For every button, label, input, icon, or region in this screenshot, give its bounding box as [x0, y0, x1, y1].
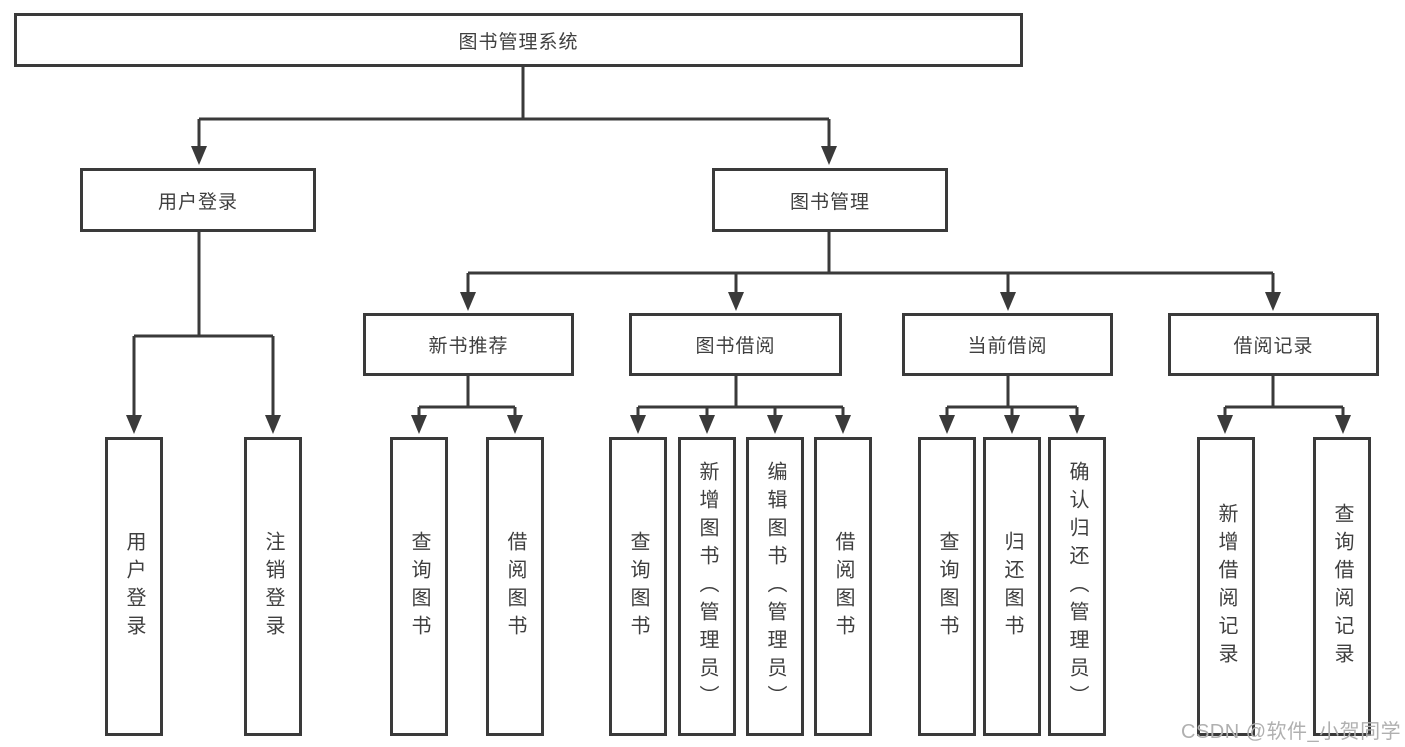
arrow-down-icon [1069, 415, 1085, 434]
connector-new-book-recommendation-to-children [411, 376, 523, 434]
leaf-user-login: 用户登录 [105, 437, 163, 736]
arrow-down-icon [191, 146, 207, 165]
node-book-management-label: 图书管理 [789, 191, 870, 213]
arrow-down-icon [767, 415, 783, 434]
node-book-borrowing-label: 图书借阅 [695, 336, 776, 357]
node-book-borrowing: 图书借阅 [629, 313, 842, 376]
arrow-down-icon [1265, 292, 1281, 311]
node-root-label: 图书管理系统 [458, 31, 579, 53]
watermark: CSDN @软件_小贺同学 [1181, 721, 1402, 743]
node-new-book-recommendation: 新书推荐 [363, 313, 574, 376]
leaf-logout: 注销登录 [244, 437, 302, 736]
leaf-records-add-record: 新增借阅记录 [1197, 437, 1255, 736]
leaf-borrowing-borrow-books: 借阅图书 [814, 437, 872, 736]
arrow-down-icon [507, 415, 523, 434]
node-current-borrowing: 当前借阅 [902, 313, 1113, 376]
connector-user-login-to-children [126, 232, 281, 434]
arrow-down-icon [1004, 415, 1020, 434]
arrow-down-icon [265, 415, 281, 434]
leaf-newbooks-query-books: 查询图书 [390, 437, 448, 736]
leaf-records-query-record-label: 查询借阅记录 [1331, 502, 1353, 671]
connector-root-to-level2 [191, 67, 837, 165]
leaf-current-return-books-label: 归还图书 [1001, 530, 1023, 643]
node-user-login: 用户登录 [80, 168, 316, 232]
leaf-user-login-label: 用户登录 [123, 530, 145, 643]
connector-book-borrowing-to-children [630, 376, 851, 434]
connector-current-borrowing-to-children [939, 376, 1085, 434]
leaf-borrowing-borrow-books-label: 借阅图书 [832, 530, 854, 643]
node-current-borrowing-label: 当前借阅 [967, 336, 1048, 357]
node-borrowing-records: 借阅记录 [1168, 313, 1379, 376]
leaf-borrowing-query-books-label: 查询图书 [627, 530, 649, 643]
leaf-borrowing-query-books: 查询图书 [609, 437, 667, 736]
leaf-borrowing-add-book-admin: 新增图书（管理员） [678, 437, 736, 736]
arrow-down-icon [630, 415, 646, 434]
leaf-records-query-record: 查询借阅记录 [1313, 437, 1371, 736]
connector-book-management-to-level3 [460, 232, 1281, 311]
connector-borrowing-records-to-children [1217, 376, 1351, 434]
leaf-borrowing-edit-book-admin-label: 编辑图书（管理员） [764, 460, 786, 713]
arrow-down-icon [939, 415, 955, 434]
arrow-down-icon [1335, 415, 1351, 434]
arrow-down-icon [411, 415, 427, 434]
node-borrowing-records-label: 借阅记录 [1233, 336, 1314, 357]
node-root: 图书管理系统 [14, 13, 1023, 67]
arrow-down-icon [126, 415, 142, 434]
leaf-borrowing-add-book-admin-label: 新增图书（管理员） [696, 460, 718, 713]
arrow-down-icon [821, 146, 837, 165]
arrow-down-icon [699, 415, 715, 434]
leaf-newbooks-borrow-books-label: 借阅图书 [504, 530, 526, 643]
leaf-newbooks-borrow-books: 借阅图书 [486, 437, 544, 736]
arrow-down-icon [460, 292, 476, 311]
leaf-current-return-books: 归还图书 [983, 437, 1041, 736]
node-new-book-recommendation-label: 新书推荐 [428, 336, 509, 357]
leaf-current-query-books-label: 查询图书 [936, 530, 958, 643]
leaf-current-query-books: 查询图书 [918, 437, 976, 736]
arrow-down-icon [1217, 415, 1233, 434]
leaf-logout-label: 注销登录 [262, 530, 284, 643]
node-user-login-label: 用户登录 [157, 191, 238, 213]
arrow-down-icon [1000, 292, 1016, 311]
leaf-current-confirm-return-admin-label: 确认归还（管理员） [1066, 460, 1088, 713]
node-book-management: 图书管理 [712, 168, 948, 232]
leaf-current-confirm-return-admin: 确认归还（管理员） [1048, 437, 1106, 736]
leaf-newbooks-query-books-label: 查询图书 [408, 530, 430, 643]
arrow-down-icon [728, 292, 744, 311]
leaf-borrowing-edit-book-admin: 编辑图书（管理员） [746, 437, 804, 736]
arrow-down-icon [835, 415, 851, 434]
leaf-records-add-record-label: 新增借阅记录 [1215, 502, 1237, 671]
